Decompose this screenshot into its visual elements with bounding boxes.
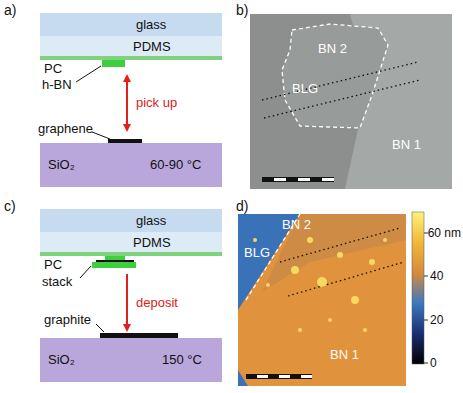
temperature-label: 150 °C xyxy=(162,353,202,366)
color-bar-ticks xyxy=(424,233,428,363)
leader-line xyxy=(76,66,101,82)
temperature-label: 60-90 °C xyxy=(150,158,201,171)
blg-edge xyxy=(288,262,404,296)
glass-layer: glass xyxy=(40,209,222,232)
axis-label: 20 xyxy=(430,314,443,326)
layer-label: PC xyxy=(44,258,62,271)
scale-bar xyxy=(246,374,312,379)
color-bar xyxy=(412,212,424,364)
stack-top xyxy=(105,256,125,260)
axis-label: 60 nm xyxy=(428,227,461,239)
layer-name: glass xyxy=(136,18,166,31)
flake-label: BN 1 xyxy=(330,348,359,361)
stack-label: stack xyxy=(42,275,72,288)
flake-label: BLG xyxy=(244,246,270,259)
flake-label: h-BN xyxy=(42,78,72,91)
layer-name: SiO₂ xyxy=(48,353,75,366)
flake-label: BLG xyxy=(292,82,318,95)
blg-edge xyxy=(264,80,420,118)
bn2-outline xyxy=(282,24,388,128)
flake-label: BN 2 xyxy=(318,42,347,55)
flake-label: graphene xyxy=(38,122,93,135)
panel-letter: d) xyxy=(236,199,248,213)
pc-film xyxy=(40,56,222,60)
axis-label: 0 xyxy=(430,357,437,369)
layer-name: PDMS xyxy=(133,40,171,53)
pdms-layer: PDMS xyxy=(40,36,222,56)
pdms-layer: PDMS xyxy=(40,232,222,252)
layer-name: PDMS xyxy=(133,236,171,249)
flake-label: BN 2 xyxy=(282,218,311,231)
panel-letter: c) xyxy=(4,199,16,213)
stack-bottom xyxy=(92,262,136,268)
flake-label: graphite xyxy=(44,313,91,326)
step-label: pick up xyxy=(136,96,177,109)
sio2-substrate: SiO₂ 60-90 °C xyxy=(40,143,222,187)
layer-name: glass xyxy=(136,214,166,227)
leader-line xyxy=(92,132,110,139)
bn1-afm xyxy=(238,214,406,386)
panel-letter: a) xyxy=(4,3,16,17)
stack-graphene xyxy=(96,260,134,262)
hbn-flake xyxy=(102,60,125,67)
pickup-arrow xyxy=(126,76,128,130)
glass-layer: glass xyxy=(40,13,222,36)
deposit-arrow xyxy=(126,274,128,330)
axis-label: 40 xyxy=(430,270,443,282)
panel-letter: b) xyxy=(236,3,248,17)
layer-label: PC xyxy=(44,62,62,75)
flake-label: BN 1 xyxy=(392,138,421,151)
leader-line xyxy=(96,324,104,332)
afm-image xyxy=(238,214,406,386)
blg-edge xyxy=(280,228,400,262)
sio2-substrate: SiO₂ 150 °C xyxy=(40,338,222,382)
step-label: deposit xyxy=(136,296,178,309)
optical-image xyxy=(250,14,452,189)
blg-edge xyxy=(262,62,418,100)
layer-name: SiO₂ xyxy=(48,158,75,171)
scale-bar xyxy=(262,177,334,182)
bubbles xyxy=(253,237,387,332)
bn2-afm xyxy=(262,214,406,292)
leader-line xyxy=(80,266,91,278)
pc-film xyxy=(40,252,222,256)
